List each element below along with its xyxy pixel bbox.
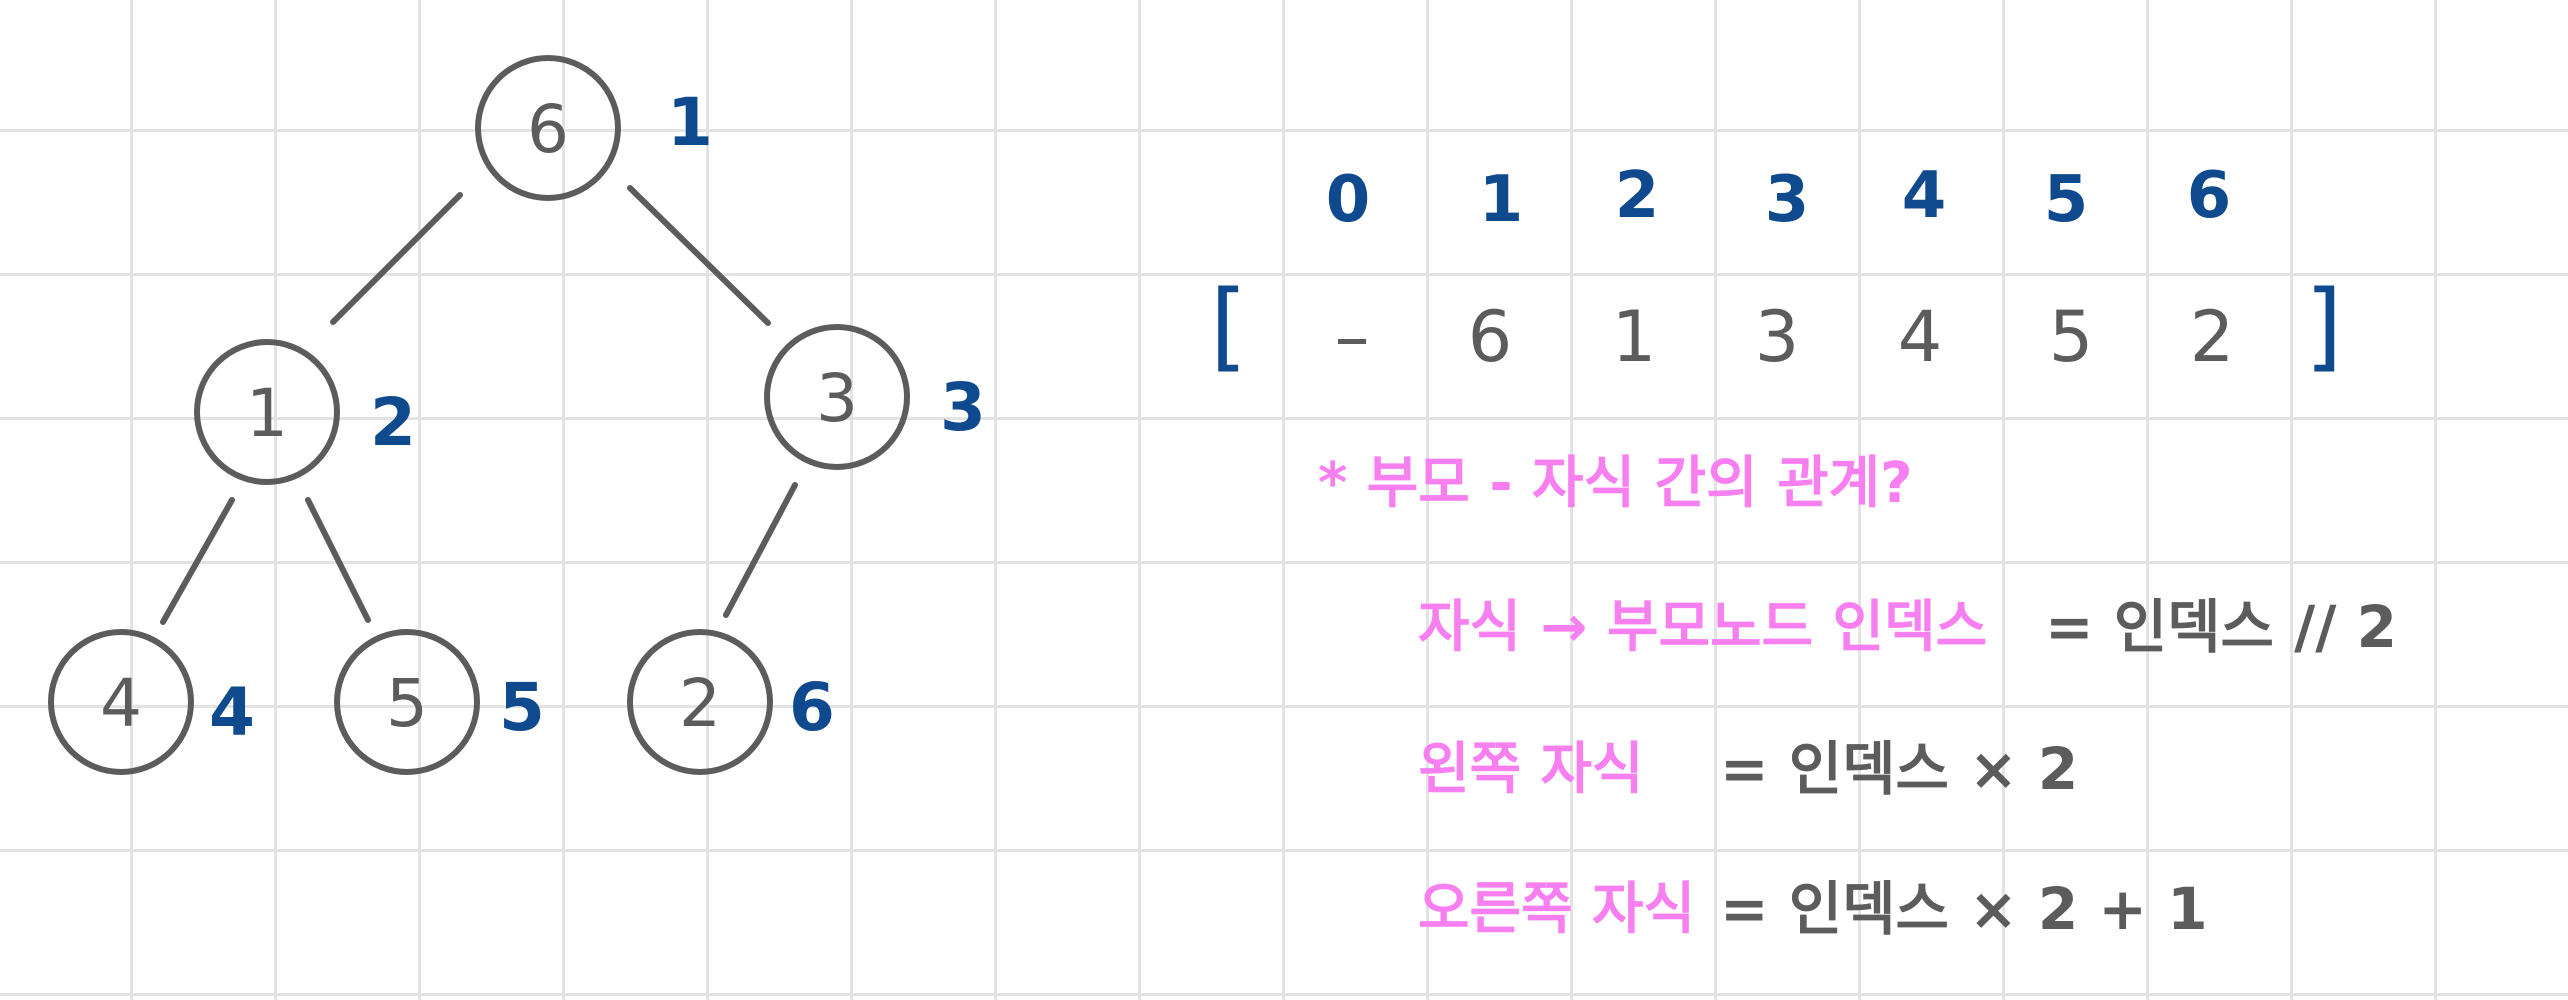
array-close-bracket: ] bbox=[2305, 270, 2343, 382]
node-circle bbox=[194, 339, 340, 485]
binary-tree: 6 1 1 2 3 3 4 4 5 5 2 6 bbox=[48, 55, 986, 775]
node-index: 3 bbox=[940, 369, 986, 446]
node-index: 4 bbox=[209, 674, 255, 751]
right-child-label: 오른쪽 자식 bbox=[1418, 877, 1696, 942]
array-index: 6 bbox=[2186, 159, 2232, 233]
node-index: 2 bbox=[370, 384, 416, 461]
node-value: 4 bbox=[100, 665, 142, 742]
node-value: 1 bbox=[246, 375, 288, 452]
tree-node: 5 5 bbox=[334, 629, 545, 775]
node-circle bbox=[334, 629, 480, 775]
parent-index-label: 자식 → 부모노드 인덱스 bbox=[1418, 595, 1988, 660]
node-value: 3 bbox=[816, 360, 858, 437]
array-index: 5 bbox=[2043, 163, 2089, 237]
right-child-formula: = 인덱스 × 2 + 1 bbox=[1720, 875, 2208, 943]
tree-edge-1-4 bbox=[160, 497, 235, 625]
node-index: 5 bbox=[499, 669, 545, 746]
array-index: 0 bbox=[1325, 163, 1371, 237]
tree-node: 3 3 bbox=[764, 324, 986, 470]
tree-node: 1 2 bbox=[194, 339, 416, 485]
array-value: 5 bbox=[2048, 296, 2094, 378]
node-circle bbox=[764, 324, 910, 470]
tree-node: 6 1 bbox=[475, 55, 713, 201]
tree-node: 4 4 bbox=[48, 629, 255, 775]
array-index: 2 bbox=[1614, 159, 1660, 233]
node-circle bbox=[48, 629, 194, 775]
tree-edge-6-3 bbox=[627, 185, 771, 326]
node-value: 5 bbox=[386, 665, 428, 742]
parent-index-formula: = 인덱스 // 2 bbox=[2045, 593, 2397, 661]
array-value: 1 bbox=[1611, 296, 1657, 378]
array-value: 2 bbox=[2189, 296, 2235, 378]
node-index: 1 bbox=[667, 84, 713, 161]
array-index: 3 bbox=[1764, 163, 1810, 237]
left-child-label: 왼쪽 자식 bbox=[1418, 737, 1644, 802]
array-index: 4 bbox=[1901, 159, 1947, 233]
tree-edge-1-5 bbox=[305, 497, 371, 623]
tree-edge-6-1 bbox=[330, 192, 463, 325]
array-value: – bbox=[1334, 296, 1370, 378]
tree-node: 2 6 bbox=[627, 629, 835, 775]
array-index: 1 bbox=[1478, 163, 1524, 237]
node-circle bbox=[627, 629, 773, 775]
array-value: 3 bbox=[1754, 296, 1800, 378]
array-open-bracket: [ bbox=[1210, 270, 1248, 382]
left-child-formula: = 인덱스 × 2 bbox=[1720, 735, 2079, 803]
array-value: 6 bbox=[1467, 296, 1513, 378]
node-value: 2 bbox=[679, 665, 721, 742]
node-index: 6 bbox=[789, 669, 835, 746]
relationship-question: * 부모 - 자식 간의 관계? bbox=[1318, 451, 1913, 516]
node-value: 6 bbox=[527, 91, 569, 168]
tree-edge-3-2 bbox=[723, 482, 798, 618]
array-value: 4 bbox=[1897, 296, 1943, 378]
node-circle bbox=[475, 55, 621, 201]
